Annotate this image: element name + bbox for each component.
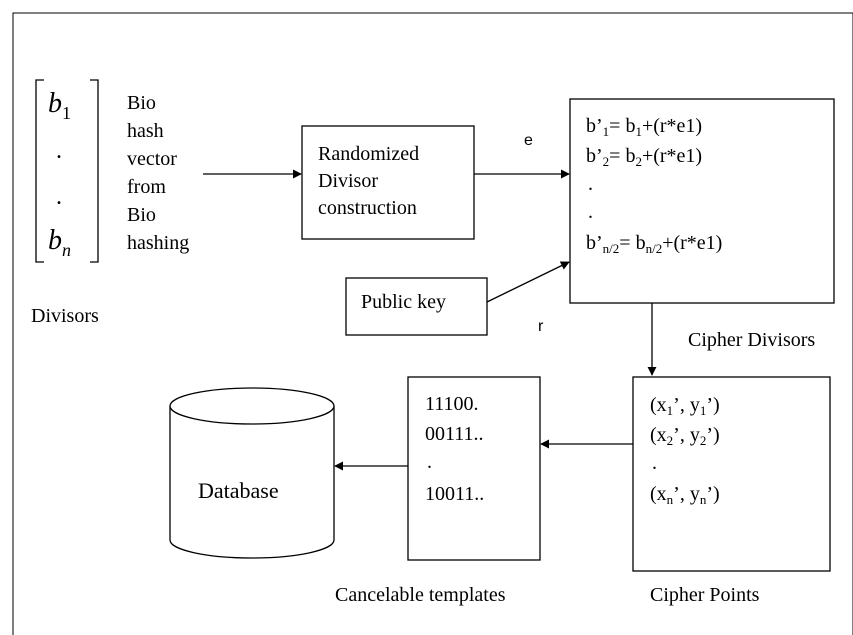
divisors-label: Divisors (31, 305, 99, 327)
cipher-point-list: (x1’, y1’) (x2’, y2’) . (xn’, yn’) (650, 394, 720, 507)
randomized-box-line: Randomized (318, 143, 419, 165)
cipher-point-line: (x1’, y1’) (650, 394, 720, 418)
cipher-point-line: . (652, 452, 657, 474)
cipher-divisor-equations: b’1= b1+(r*e1) b’2= b2+(r*e1) . . b’n/2=… (586, 115, 722, 256)
bio-hash-vector: b1 . . bn (35, 79, 99, 263)
cipher-point-line: (xn’, yn’) (650, 483, 720, 507)
cipher-divisor-line: b’2= b2+(r*e1) (586, 145, 702, 169)
bio-label-line: vector (127, 148, 177, 170)
bio-hash-label: Bio hash vector from Bio hashing (127, 92, 189, 254)
bio-label-line: Bio (127, 204, 156, 226)
database-label: Database (198, 478, 279, 503)
bio-label-line: Bio (127, 92, 156, 114)
cipher-point-line: (x2’, y2’) (650, 424, 720, 448)
outer-border (12, 12, 853, 635)
cipher-divisor-line: b’1= b1+(r*e1) (586, 115, 702, 139)
cipher-divisor-line: . (588, 173, 593, 195)
right-bracket (90, 79, 99, 263)
cipher-divisor-line: . (588, 201, 593, 223)
bio-label-line: hashing (127, 232, 189, 254)
left-bracket (35, 79, 44, 263)
cancelable-templates-label: Cancelable templates (335, 584, 506, 606)
cipher-points-label: Cipher Points (650, 584, 760, 606)
vector-first-entry: b1 (48, 88, 71, 123)
randomized-box-line: Divisor (318, 170, 378, 192)
database-cylinder: Database (169, 387, 335, 559)
template-line: 00111.. (425, 423, 484, 445)
cipher-points-box (632, 376, 831, 572)
r-label: r (538, 318, 544, 335)
e-label: e (524, 132, 533, 149)
cipher-divisor-line: b’n/2= bn/2+(r*e1) (586, 232, 722, 256)
bio-label-line: from (127, 176, 166, 198)
randomized-box-line: construction (318, 197, 417, 219)
public-key-box (345, 277, 488, 336)
randomized-divisor-box (301, 125, 475, 240)
public-key-label: Public key (361, 291, 446, 313)
cancelable-templates-box (407, 376, 541, 561)
bio-label-line: hash (127, 120, 164, 142)
template-line: 10011.. (425, 483, 484, 505)
cipher-divisors-box (569, 98, 835, 304)
template-line: 11100. (425, 393, 479, 415)
cipher-divisors-label: Cipher Divisors (688, 329, 815, 351)
vector-last-entry: bn (48, 225, 71, 260)
template-line: . (427, 451, 432, 473)
vector-dot-2: . (56, 184, 62, 210)
vector-dot-1: . (56, 138, 62, 164)
arrow-public-key-to-cipher-divisors (486, 261, 570, 303)
